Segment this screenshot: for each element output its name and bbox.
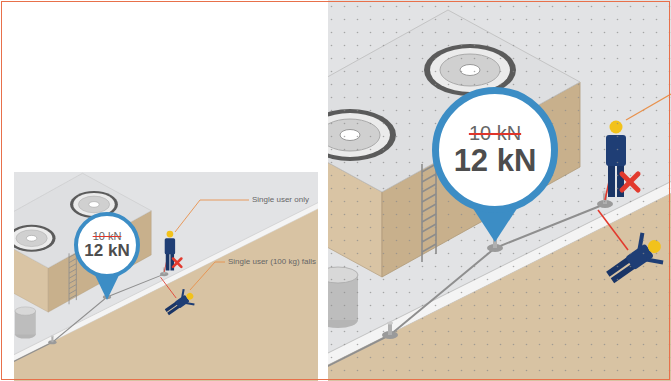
callout-ring [76, 214, 138, 276]
callout-label: Single user (100 kg) falls [228, 257, 316, 267]
leader-line [175, 200, 249, 232]
leader-line [626, 94, 671, 120]
old-value: 10 kN [469, 122, 521, 144]
callout-circle: 10 kN12 kN [74, 212, 140, 278]
callout-label: Single user only [252, 195, 309, 205]
left-panel [14, 172, 318, 381]
right-panel [328, 0, 671, 381]
callout-circle: 10 kN12 kN [432, 87, 558, 213]
old-value: 10 kN [93, 230, 122, 242]
leader-line [190, 262, 225, 290]
new-value: 12 kN [84, 242, 129, 261]
new-value: 12 kN [454, 144, 537, 178]
callout-ring [436, 91, 555, 210]
